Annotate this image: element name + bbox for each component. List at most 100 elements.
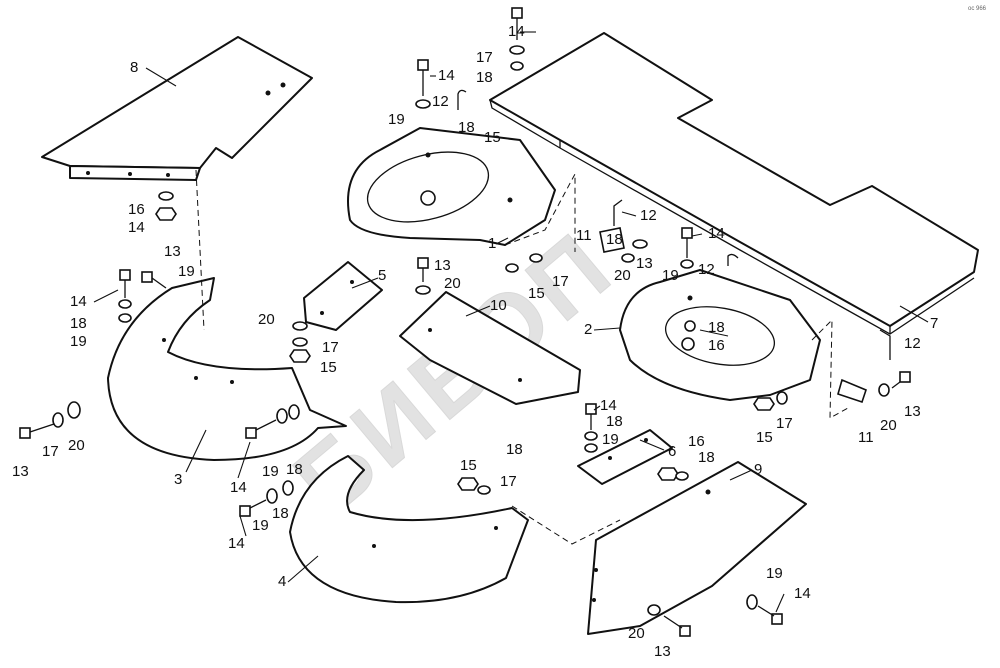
callout-label: 18: [70, 315, 87, 332]
callout-label: 18: [708, 319, 725, 336]
clip-icon: [837, 378, 867, 404]
clip-icon: [613, 199, 623, 226]
nut-icon: [155, 207, 177, 221]
callout-label: 12: [640, 207, 657, 224]
callout-label: 20: [68, 437, 85, 454]
washer-icon: [509, 45, 525, 55]
callout-label: 13: [12, 463, 29, 480]
callout-label: 14: [438, 67, 455, 84]
callout-label: 17: [42, 443, 59, 460]
bolt-icon: [585, 403, 597, 430]
callout-label: 14: [600, 397, 617, 414]
callout-label: 7: [930, 315, 938, 332]
callout-label: 18: [698, 449, 715, 466]
callout-label: 15: [484, 129, 501, 146]
clip-icon: [727, 253, 739, 266]
callout-label: 16: [128, 201, 145, 218]
bolt-icon: [239, 499, 267, 517]
bolt-icon: [141, 271, 167, 289]
callout-label: 14: [508, 23, 525, 40]
callout-label: 10: [490, 297, 507, 314]
callout-label: 17: [322, 339, 339, 356]
nut-icon: [753, 397, 775, 411]
callout-label: 18: [476, 69, 493, 86]
callout-label: 13: [434, 257, 451, 274]
assembly-line: [511, 505, 621, 545]
clip-icon: [457, 89, 467, 110]
washer-icon: [67, 401, 81, 419]
callout-label: 12: [698, 261, 715, 278]
callout-label: 15: [460, 457, 477, 474]
part-8-cover: [41, 36, 313, 181]
clip-icon: [879, 329, 891, 360]
washer-icon: [118, 299, 132, 309]
callout-label: 17: [552, 273, 569, 290]
washer-icon: [276, 408, 288, 424]
callout-label: 19: [662, 267, 679, 284]
bolt-icon: [245, 419, 277, 439]
callout-label: 20: [614, 267, 631, 284]
callout-label: 17: [500, 473, 517, 490]
washer-icon: [52, 412, 64, 428]
callout-label: 19: [262, 463, 279, 480]
bolt-icon: [417, 257, 429, 282]
washer-icon: [647, 604, 661, 616]
leader-lines: [93, 31, 929, 613]
washer-icon: [510, 61, 524, 71]
callout-label: 17: [776, 415, 793, 432]
callout-label: 16: [708, 337, 725, 354]
callout-label: 14: [70, 293, 87, 310]
callout-label: 13: [904, 403, 921, 420]
nut-icon: [657, 467, 679, 481]
hardware: [19, 7, 911, 637]
washer-icon: [878, 383, 890, 397]
clip-icon: [599, 227, 625, 253]
bolt-icon: [663, 615, 691, 637]
callouts: 1 2 3 4 5 6 7 8 9 10 11 11 12 12 12 12 1…: [12, 23, 938, 660]
bolt-icon: [511, 7, 523, 40]
bolt-icon: [119, 269, 131, 298]
washer-icon: [415, 285, 431, 295]
callout-label: 12: [904, 335, 921, 352]
washer-icon: [415, 99, 431, 109]
callout-label: 8: [130, 59, 138, 76]
washer-icon: [118, 313, 132, 323]
part-10-plate: [399, 291, 581, 405]
bolt-icon: [681, 227, 693, 258]
washer-icon: [680, 259, 694, 269]
washer-icon: [584, 431, 598, 441]
callout-label: 14: [794, 585, 811, 602]
callout-label: 12: [432, 93, 449, 110]
callout-label: 18: [606, 231, 623, 248]
callout-label: 18: [506, 441, 523, 458]
washer-icon: [158, 191, 174, 201]
washer-icon: [292, 321, 308, 331]
part-4-guard: [289, 455, 529, 604]
corner-mark: ос 966: [968, 6, 987, 12]
bolt-icon: [891, 371, 911, 389]
callout-label: 19: [70, 333, 87, 350]
callout-label: 13: [636, 255, 653, 272]
callout-label: 5: [378, 267, 386, 284]
part-5-bracket: [303, 261, 383, 331]
part-9-cover: [587, 461, 807, 635]
callout-label: 14: [128, 219, 145, 236]
callout-label: 17: [476, 49, 493, 66]
nut-icon: [457, 477, 479, 491]
washer-icon: [505, 263, 519, 273]
callout-label: 19: [766, 565, 783, 582]
washer-icon: [675, 471, 689, 481]
washer-icon: [584, 443, 598, 453]
nut-icon: [289, 349, 311, 363]
callout-label: 18: [286, 461, 303, 478]
callout-label: 4: [278, 573, 286, 590]
callout-label: 20: [628, 625, 645, 642]
callout-label: 15: [320, 359, 337, 376]
bolt-icon: [757, 605, 783, 625]
washer-icon: [266, 488, 278, 504]
callout-label: 18: [458, 119, 475, 136]
callout-label: 14: [708, 225, 725, 242]
callout-label: 13: [164, 243, 181, 260]
callout-label: 14: [228, 535, 245, 552]
